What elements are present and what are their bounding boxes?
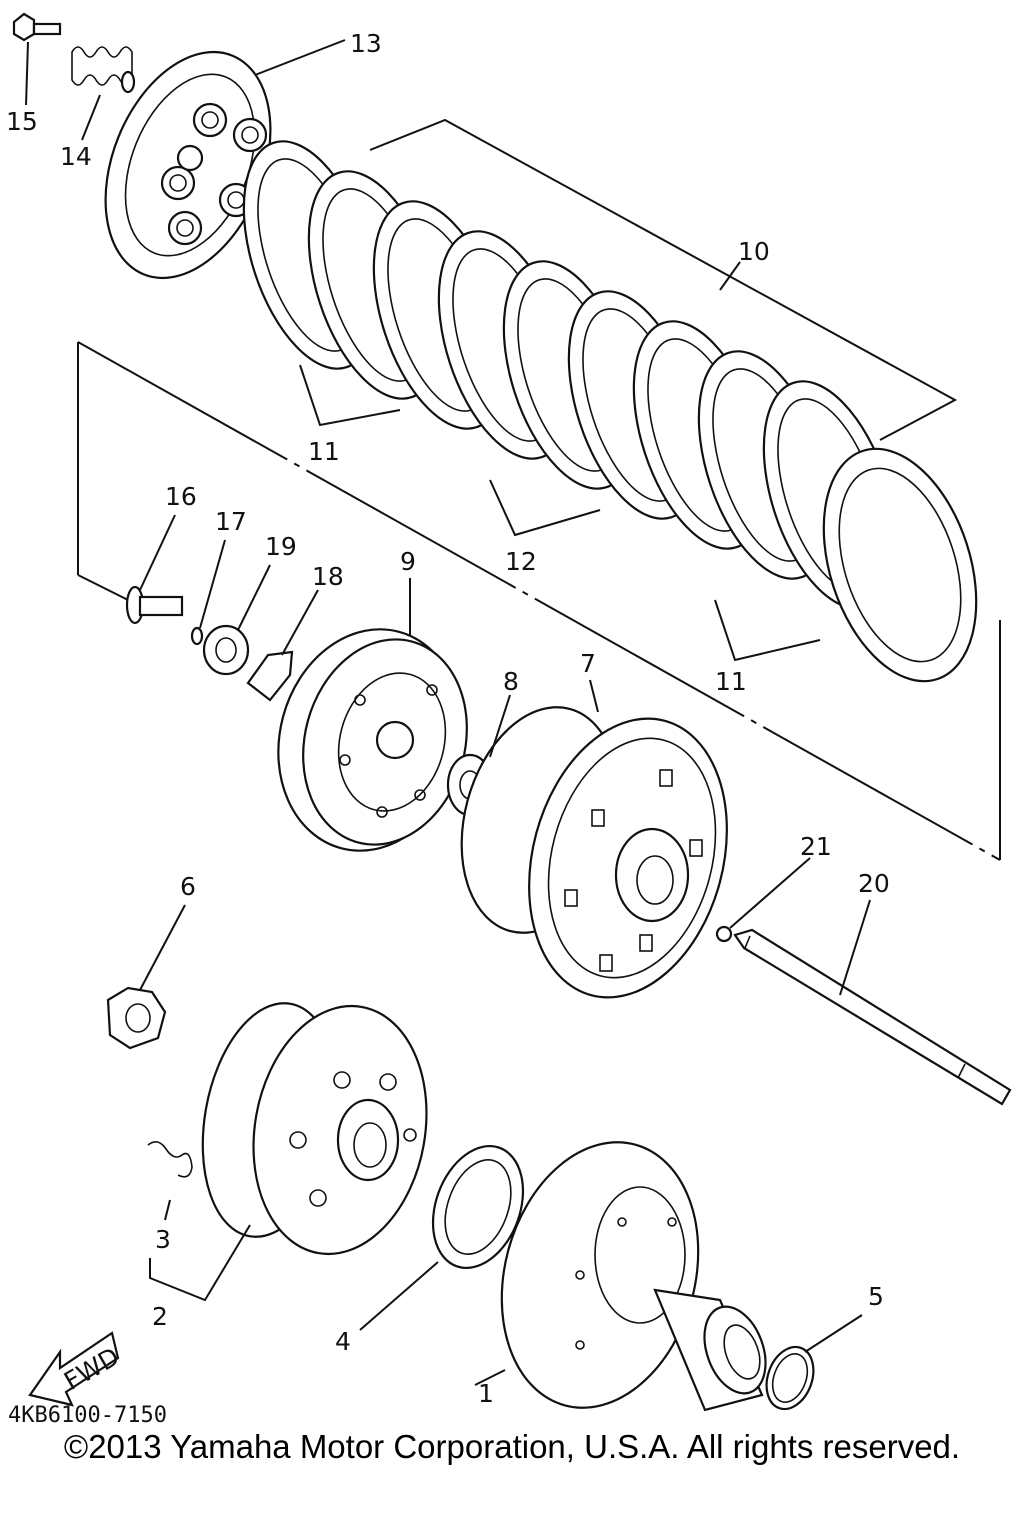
nut-part-6 xyxy=(106,986,167,1050)
clutch-housing-part-1 xyxy=(500,1141,767,1412)
push-rod-part-20 xyxy=(733,928,1012,1106)
label-6: 6 xyxy=(180,872,196,901)
bolt-part-16 xyxy=(125,585,184,625)
label-15: 15 xyxy=(6,107,38,136)
pressure-plate-part-13 xyxy=(104,50,272,280)
label-4: 4 xyxy=(335,1327,351,1356)
label-9: 9 xyxy=(400,547,416,576)
primary-gear-part-9 xyxy=(277,628,468,852)
label-10: 10 xyxy=(738,237,770,266)
label-14: 14 xyxy=(60,142,92,171)
clutch-carrier-part-2 xyxy=(201,1002,428,1256)
bracket-11-bottom xyxy=(714,599,821,662)
drawing-code: 4KB6100-7150 xyxy=(8,1403,167,1428)
lock-washer-part-18 xyxy=(246,650,294,702)
label-11-bottom: 11 xyxy=(715,667,747,696)
bolt-part-15 xyxy=(12,12,62,42)
bracket-10 xyxy=(369,118,958,441)
spring-part-3 xyxy=(147,1141,193,1178)
spring-part-14 xyxy=(71,46,136,94)
label-13: 13 xyxy=(350,29,382,58)
label-2: 2 xyxy=(152,1302,168,1331)
copyright-notice: ©2013 Yamaha Motor Corporation, U.S.A. A… xyxy=(63,1428,961,1465)
label-5: 5 xyxy=(868,1282,884,1311)
part-labels: 1 2 3 4 5 6 7 8 9 10 11 11 12 13 14 15 1… xyxy=(6,29,890,1408)
one-way-clutch-part-4 xyxy=(431,1144,525,1270)
bearing-part-19 xyxy=(202,624,250,676)
label-20: 20 xyxy=(858,869,890,898)
clutch-boss-part-7 xyxy=(460,706,728,999)
forward-arrow-icon: FWD xyxy=(28,1331,124,1407)
bracket-11-top xyxy=(299,364,401,427)
o-ring-part-5 xyxy=(765,1345,815,1411)
label-7: 7 xyxy=(580,649,596,678)
label-12: 12 xyxy=(505,547,537,576)
label-19: 19 xyxy=(265,532,297,561)
label-3: 3 xyxy=(155,1225,171,1254)
label-1: 1 xyxy=(478,1379,494,1408)
clutch-plates-stack xyxy=(242,140,978,683)
bracket-12 xyxy=(489,479,601,537)
label-11-top: 11 xyxy=(308,437,340,466)
label-17: 17 xyxy=(215,507,247,536)
label-18: 18 xyxy=(312,562,344,591)
ring-part-17 xyxy=(190,626,204,646)
ball-part-21 xyxy=(715,925,733,943)
label-8: 8 xyxy=(503,667,519,696)
label-16: 16 xyxy=(165,482,197,511)
label-21: 21 xyxy=(800,832,832,861)
leader-lines xyxy=(25,39,871,1386)
